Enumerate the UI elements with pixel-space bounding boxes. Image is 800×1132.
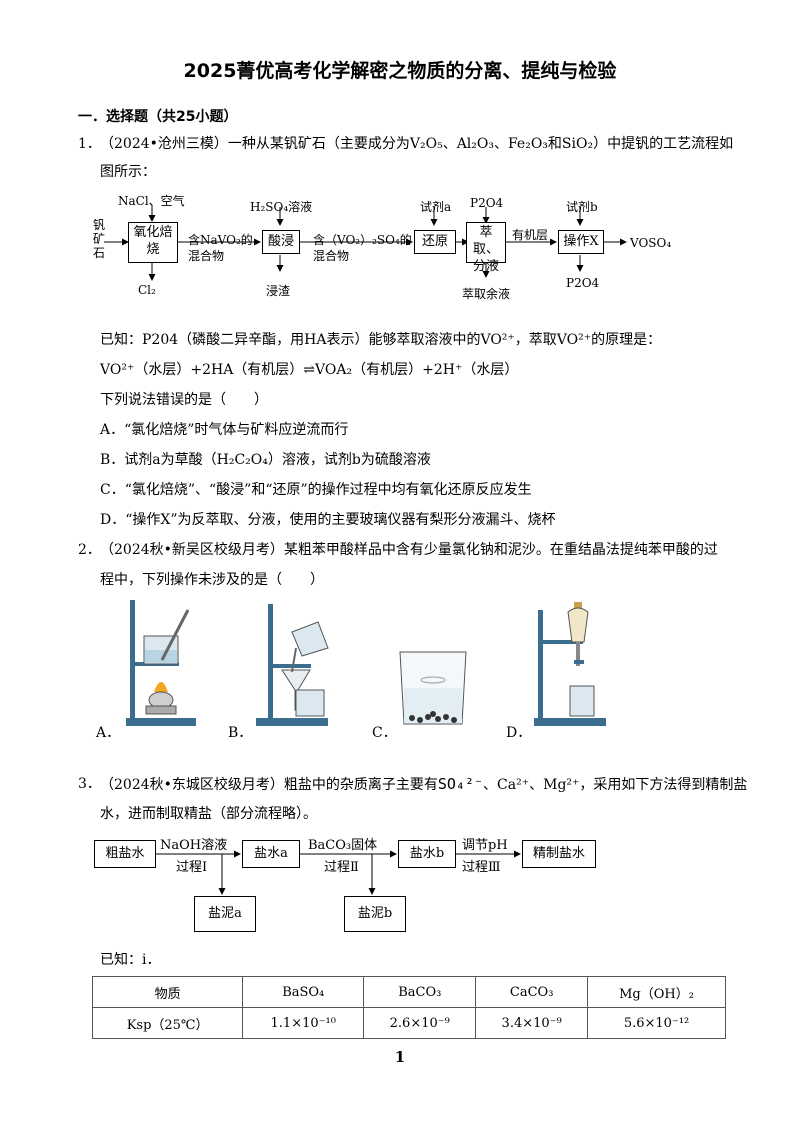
q1-flow-arrows	[104, 205, 627, 281]
ksp-table: 物质 BaSO₄ BaCO₃ CaCO₃ Mg（OH）₂ Ksp（25℃） 1.…	[91, 976, 726, 1039]
apparatus-b-filtration-illustration	[256, 604, 329, 726]
q3-flow-sludge-a: 盐泥a	[194, 896, 256, 932]
section-heading: 一．选择题（共25小题）	[78, 109, 238, 125]
q1-ask: 下列说法错误的是（ ）	[100, 392, 268, 408]
q1-option-d: D．“操作X”为反萃取、分液，使用的主要玻璃仪器有梨形分液漏斗、烧杯	[100, 512, 556, 528]
ksp-row-label: Ksp（25℃）	[91, 1007, 244, 1039]
ksp-value-baco3: 2.6×10⁻⁹	[363, 1007, 477, 1039]
ksp-header-baco3: BaCO₃	[363, 976, 477, 1008]
ksp-header-substance: 物质	[91, 976, 244, 1008]
q3-flow-step3-label: 过程Ⅲ	[462, 860, 501, 875]
q1-stem-line2: 图所示：	[100, 164, 156, 180]
q3-stem-text-before-ion: （2024秋•东城区校级月考）粗盐中的杂质离子主要有	[100, 777, 438, 793]
document-title: 2025菁优高考化学解密之物质的分离、提纯与检验	[183, 60, 617, 82]
q1-flow-reagent5: 试剂b	[566, 200, 598, 214]
apparatus-d-separatory-funnel-illustration	[534, 602, 606, 726]
q3-flow-box-brine-a: 盐水a	[242, 840, 300, 868]
q1-flow-product: VOSO₄	[630, 236, 672, 250]
q1-known-equation: VO²⁺（水层）+2HA（有机层）⇌VOA₂（有机层）+2H⁺（水层）	[100, 362, 519, 378]
q1-flow-organic-layer: 有机层	[512, 228, 549, 242]
q1-flow-reagent3: 试剂a	[420, 200, 452, 214]
q1-flow-mid2: 含（VO₂）₂SO₄的混合物	[313, 233, 412, 263]
q1-flow-out-residue: 浸渣	[266, 284, 291, 298]
q3-flow-step1-label: 过程Ⅰ	[176, 860, 208, 875]
q3-number: 3．	[78, 776, 101, 792]
q2-stem-line1: （2024秋•新吴区校级月考）某粗苯甲酸样品中含有少量氯化钠和泥沙。在重结晶法提…	[100, 542, 718, 558]
q2-label-a: A．	[96, 725, 121, 741]
q2-label-d: D．	[506, 725, 532, 741]
q1-flow-box-extract: 萃取、分液	[466, 222, 506, 274]
page-number: 1	[394, 1048, 406, 1066]
q1-flow-box-roast: 氧化焙烧	[128, 222, 178, 263]
q1-flow-input-ore: 钒矿石	[93, 218, 106, 260]
q1-option-c: C．“氯化焙烧”、“酸浸”和“还原”的操作过程中均有氧化还原反应发生	[100, 482, 532, 498]
q1-flow-out-raffinate: 萃取余液	[462, 287, 511, 301]
q1-flow-reagent4: P2O4	[470, 196, 504, 210]
q1-flow-mid1: 含NaVO₂的混合物	[188, 233, 253, 263]
ksp-table-header-row: 物质 BaSO₄ BaCO₃ CaCO₃ Mg（OH）₂	[91, 976, 726, 1008]
q1-option-b: B．试剂a为草酸（H₂C₂O₄）溶液，试剂b为硫酸溶液	[100, 452, 431, 468]
ksp-header-mgoh2: Mg（OH）₂	[587, 976, 726, 1008]
apparatus-a-heating-illustration	[126, 600, 196, 726]
q1-flow-box-reduce: 还原	[414, 230, 456, 254]
q3-stem-line2: 水，进而制取精盐（部分流程略）。	[100, 806, 317, 822]
q2-number: 2．	[78, 542, 101, 558]
q2-label-b: B．	[228, 725, 253, 741]
ksp-value-mgoh2: 5.6×10⁻¹²	[587, 1007, 726, 1039]
q2-stem-line2: 程中，下列操作未涉及的是（ ）	[100, 572, 324, 588]
q1-number: 1．	[78, 136, 101, 152]
q1-flow-box-acid: 酸浸	[262, 230, 300, 254]
ksp-table-value-row: Ksp（25℃） 1.1×10⁻¹⁰ 2.6×10⁻⁹ 3.4×10⁻⁹ 5.6…	[91, 1007, 726, 1039]
q3-known-label: 已知：ⅰ．	[100, 952, 161, 968]
q3-stem-text-after-ion: 、Ca²⁺、Mg²⁺，采用如下方法得到精制盐	[483, 777, 748, 793]
q3-flow-step2-label: 过程Ⅱ	[324, 860, 359, 875]
q1-stem-line1: （2024•沧州三模）一种从某钒矿石（主要成分为V₂O₅、Al₂O₃、Fe₂O₃…	[100, 136, 734, 152]
q3-sulfate-ion: SO₄²⁻	[437, 775, 484, 793]
q3-flow-step1-reagent: NaOH溶液	[160, 838, 228, 853]
ksp-header-caco3: CaCO₃	[475, 976, 589, 1008]
q1-flow-out-p2o4: P2O4	[566, 276, 600, 290]
q3-flow-box-brine-b: 盐水b	[398, 840, 456, 868]
q2-label-c: C．	[372, 725, 397, 741]
q1-known-line1: 已知：P204（磷酸二异辛酯，用HA表示）能够萃取溶液中的VO²⁺，萃取VO²⁺…	[100, 332, 662, 348]
ksp-value-caco3: 3.4×10⁻⁹	[475, 1007, 589, 1039]
q1-option-a: A．“氯化焙烧”时气体与矿料应逆流而行	[100, 422, 349, 438]
q3-flow-sludge-b: 盐泥b	[344, 896, 406, 932]
q3-flow-arrows	[156, 850, 521, 895]
q3-flow-box-crude-brine: 粗盐水	[94, 840, 156, 868]
q1-flow-reagent2: H₂SO₄溶液	[250, 200, 313, 214]
q1-flow-reagent1: NaCl、空气	[118, 194, 185, 208]
q1-flow-out-cl2: Cl₂	[138, 283, 156, 297]
q3-stem-pre: （2024秋•东城区校级月考）粗盐中的杂质离子主要有SO₄²⁻、Ca²⁺、Mg²…	[100, 774, 747, 795]
q1-flow-box-operation-x: 操作X	[558, 230, 604, 254]
q3-flow-step2-reagent: BaCO₃固体	[308, 838, 378, 853]
ksp-header-baso4: BaSO₄	[242, 976, 365, 1008]
apparatus-c-beaker-illustration	[399, 651, 467, 725]
q3-flow-box-refined-brine: 精制盐水	[522, 840, 596, 868]
ksp-value-baso4: 1.1×10⁻¹⁰	[242, 1007, 365, 1039]
q3-flow-step3-reagent: 调节pH	[462, 838, 508, 853]
